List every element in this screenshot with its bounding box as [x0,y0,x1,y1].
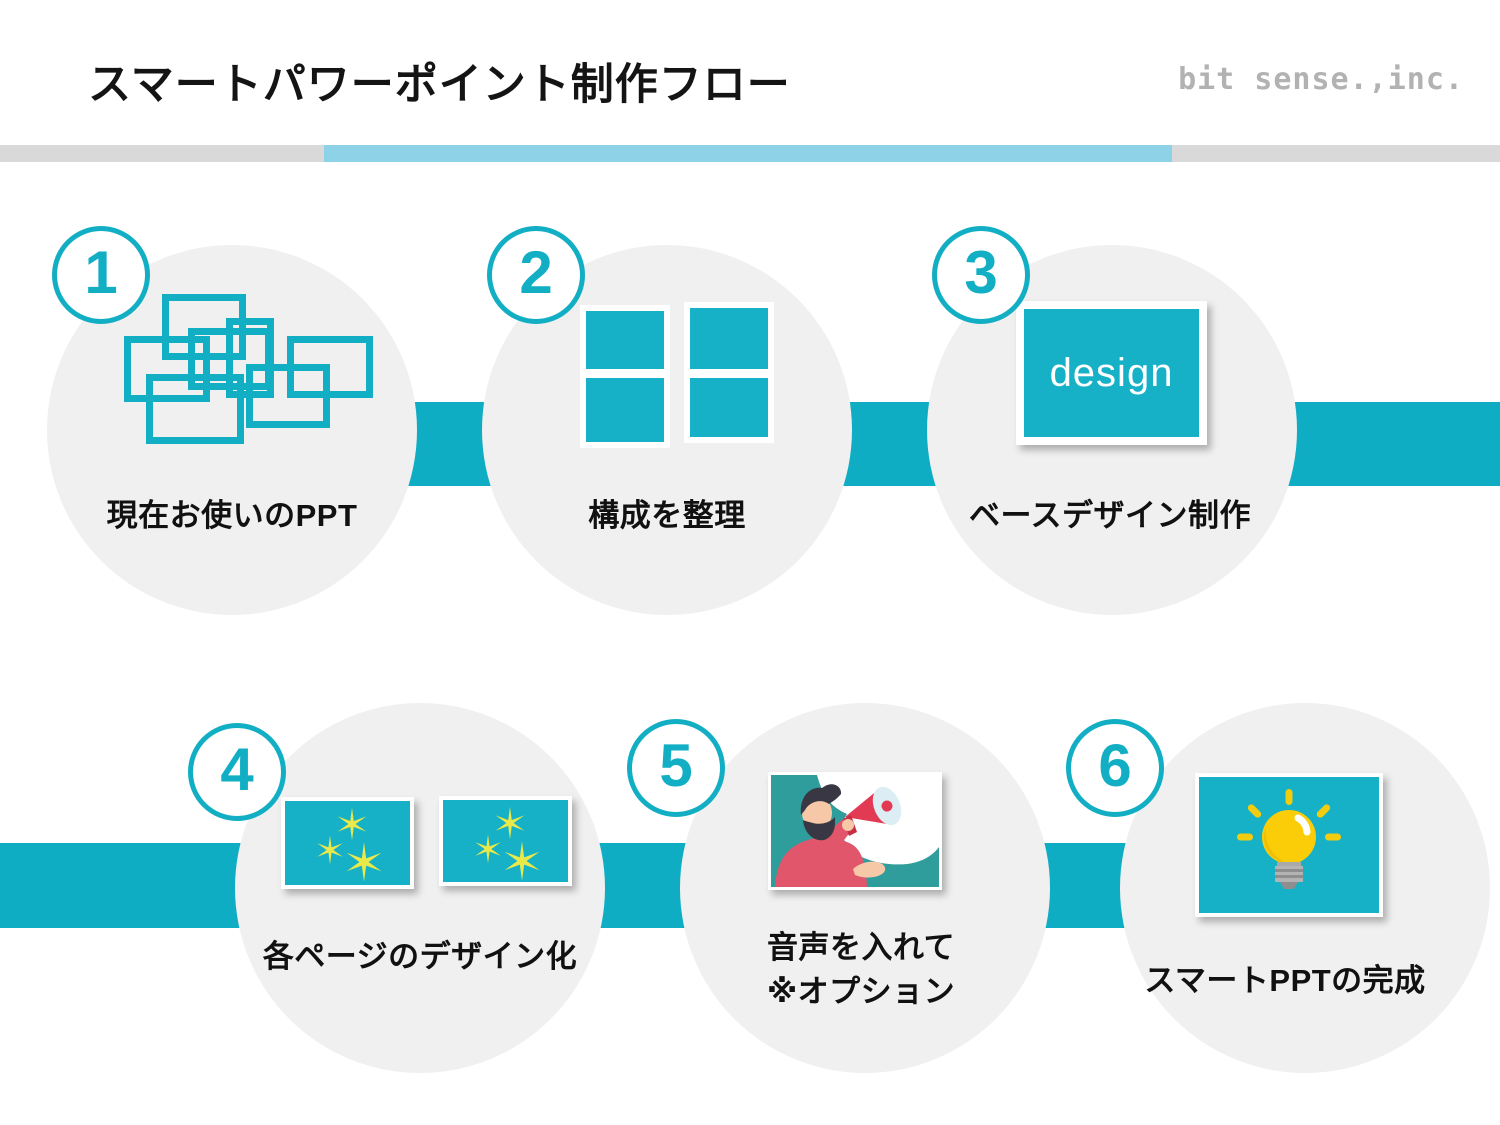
flow-connector-row2 [0,843,1310,928]
step5-number: 5 [659,732,693,799]
page-title: スマートパワーポイント制作フロー [88,61,791,109]
voice-megaphone-icon [768,772,942,890]
sparkle-slide [439,796,572,886]
step4-label: 各ページのデザイン化 [262,939,578,974]
step1-number: 1 [84,239,118,306]
slide-rectangle [124,336,210,402]
sparkle-slide [281,797,414,889]
step5-label-line2: ※オプション [767,974,956,1009]
grid-cell [684,302,774,375]
sparkle-icon [503,841,541,881]
flow-connector-row1 [232,402,1500,486]
step6-number-badge: 6 [1066,719,1164,817]
step5-label: 音声を入れて ※オプション [767,926,955,1014]
step2-number: 2 [519,239,553,306]
header-rule-gray-right [1172,145,1500,162]
step3-label: ベースデザイン制作 [969,498,1251,533]
grid-cell [684,372,774,443]
lightbulb-icon [1237,789,1341,889]
slide-rectangle [188,328,272,390]
sparkle-icon [345,842,383,882]
step3-number-badge: 3 [932,226,1030,324]
step6-label: スマートPPTの完成 [1144,963,1426,998]
slide-rectangle [146,374,244,444]
step2-label: 構成を整理 [588,498,746,533]
step4-number: 4 [220,736,254,803]
step2-number-badge: 2 [487,226,585,324]
header-rule-blue [324,145,1172,162]
step1-number-badge: 1 [52,226,150,324]
step4-number-badge: 4 [188,723,286,821]
design-slide-icon: design [1016,301,1207,445]
step1-label: 現在お使いのPPT [106,498,358,533]
step5-label-line1: 音声を入れて [767,930,956,965]
step5-number-badge: 5 [627,719,725,817]
lightbulb-slide-icon [1195,773,1383,917]
slide-rectangle [246,364,330,428]
megaphone-person-illustration [771,775,939,887]
design-box-text: design [1049,350,1174,395]
company-logo: bit sense.,inc. [1178,62,1464,97]
grid-cell [580,305,670,375]
step6-number: 6 [1098,732,1132,799]
grid-cell [580,372,670,448]
header-rule-gray-left [0,145,324,162]
overlapping-slides-icon [122,292,380,452]
step3-number: 3 [964,239,998,306]
